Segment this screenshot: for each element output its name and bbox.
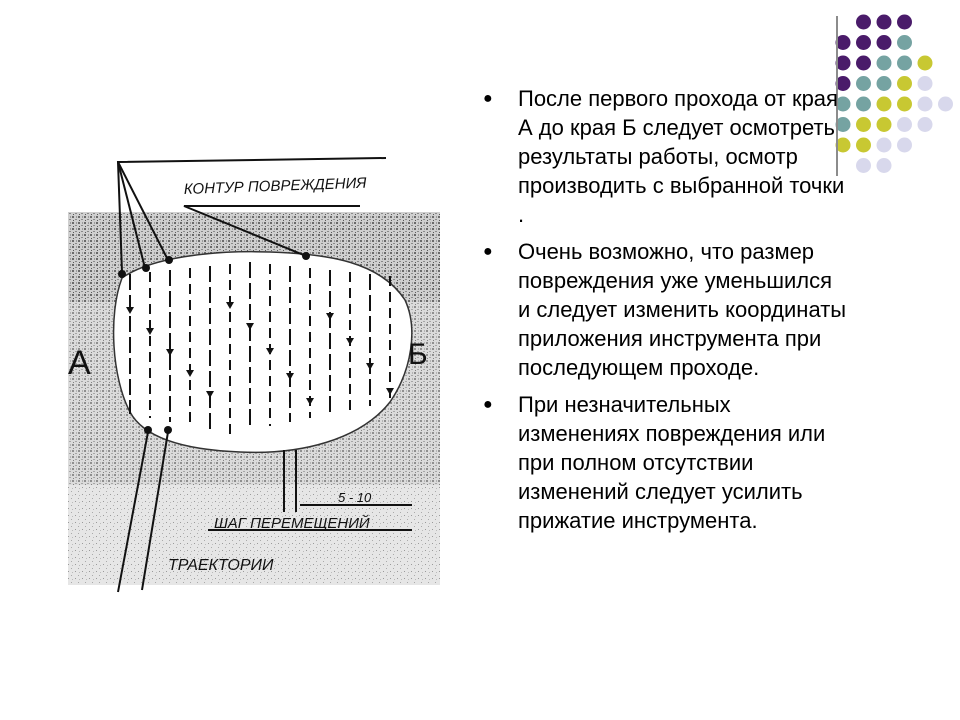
- damage-contour: [112, 250, 413, 454]
- pass-arrow-icon: [146, 328, 154, 335]
- label-edge-a: А: [68, 344, 91, 382]
- leader-dots: [118, 252, 310, 434]
- decor-dot: [876, 76, 892, 91]
- pass-arrow-icon: [226, 302, 234, 309]
- bullet-text: Очень возможно, что размер повреждения у…: [518, 239, 847, 380]
- bullet-item: ● При незначительных изменениях поврежден…: [480, 390, 850, 535]
- decor-dot: [897, 96, 912, 112]
- decor-dot: [876, 55, 892, 71]
- decor-dot: [938, 96, 953, 112]
- pass-arrow-icon: [366, 363, 374, 370]
- label-step-value: 5 - 10: [338, 490, 372, 505]
- bullet-dot-icon: ●: [483, 90, 493, 107]
- decor-dot: [876, 117, 892, 132]
- decor-dot: [897, 117, 912, 132]
- bullet-text: При незначительных изменениях повреждени…: [518, 392, 826, 533]
- pass-arrow-icon: [306, 398, 314, 405]
- trajectory-lines: [117, 431, 412, 593]
- decor-dot: [876, 137, 892, 153]
- bullet-dot-icon: ●: [483, 396, 493, 413]
- decor-dot: [835, 35, 851, 50]
- decor-dot: [876, 14, 892, 30]
- decor-dot: [897, 35, 912, 50]
- pass-arrow-icon: [206, 391, 214, 398]
- pass-arrow-icon: [246, 323, 254, 330]
- decor-dot: [897, 76, 912, 91]
- decor-dot: [835, 137, 851, 153]
- surface-light: [68, 485, 440, 585]
- decor-dot: [876, 96, 892, 112]
- decor-dot: [917, 76, 933, 91]
- decor-dot: [856, 158, 871, 173]
- bullet-text: После первого прохода от края А до края …: [518, 86, 845, 227]
- pass-arrow-icon: [166, 349, 174, 356]
- pass-arrow-icon: [286, 373, 294, 380]
- decor-dot: [917, 55, 933, 71]
- pass-arrow-icon: [266, 348, 274, 355]
- decor-dot: [835, 76, 851, 91]
- decor-dot: [897, 14, 912, 30]
- label-edge-b: Б: [408, 338, 428, 371]
- leader-lines: [116, 157, 387, 273]
- decor-dot: [856, 55, 871, 71]
- decor-dot: [897, 137, 912, 153]
- pass-arrow-icon: [126, 307, 134, 314]
- decor-dot: [876, 158, 892, 173]
- label-step: ШАГ ПЕРЕМЕЩЕНИЙ: [214, 514, 370, 532]
- decor-dot: [835, 117, 851, 132]
- decorative-dots: [835, 14, 953, 173]
- divider-line: [836, 16, 838, 176]
- decor-dot: [917, 117, 933, 132]
- decor-dot: [856, 35, 871, 50]
- pass-arrow-icon: [186, 370, 194, 377]
- decor-dot: [856, 14, 871, 30]
- decor-dot: [856, 96, 871, 112]
- decor-dot: [917, 96, 933, 112]
- damage-diagram: КОНТУР ПОВРЕЖДЕНИЯ 5 - 10 ШАГ ПЕРЕМЕЩЕНИ…: [68, 157, 440, 593]
- pass-arrow-icon: [386, 388, 394, 395]
- pass-arrow-icon: [346, 338, 354, 345]
- bullet-item: ● После первого прохода от края А до края…: [480, 84, 850, 229]
- bullet-dot-icon: ●: [483, 243, 493, 260]
- decor-dot: [876, 35, 892, 50]
- decor-dot: [835, 55, 851, 71]
- decor-dot: [856, 117, 871, 132]
- decor-dot: [835, 96, 851, 112]
- decor-dot: [897, 55, 912, 71]
- bullet-list: ● После первого прохода от края А до края…: [480, 84, 850, 543]
- decor-dot: [856, 76, 871, 91]
- pass-arrow-icon: [326, 313, 334, 320]
- bullet-item: ● Очень возможно, что размер повреждения …: [480, 237, 850, 382]
- decor-dot: [856, 137, 871, 153]
- pass-lines: [126, 262, 394, 434]
- label-contour: КОНТУР ПОВРЕЖДЕНИЯ: [184, 175, 368, 198]
- label-trajectories: ТРАЕКТОРИИ: [168, 557, 274, 574]
